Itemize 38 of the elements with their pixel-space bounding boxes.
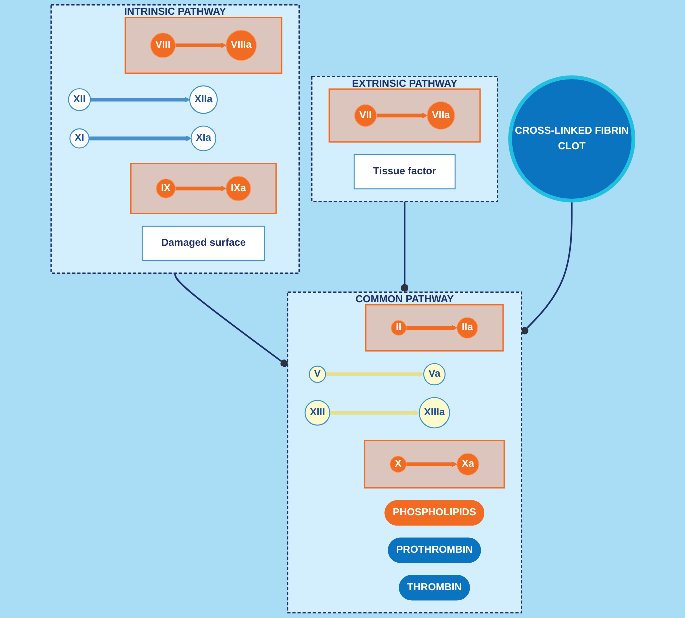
arrow	[326, 372, 424, 378]
cluster	[328, 88, 481, 143]
arrow	[89, 136, 192, 142]
arrow	[406, 325, 458, 331]
cluster	[130, 163, 277, 214]
cluster	[364, 440, 506, 489]
node-circle: XIIa	[189, 86, 218, 114]
connector	[520, 200, 573, 335]
node-circle: XIII	[304, 400, 331, 426]
node-circle: XII	[68, 88, 92, 112]
node-circle: VIIIa	[226, 30, 257, 62]
arrow	[90, 97, 190, 103]
node-circle: XI	[70, 128, 90, 149]
node-circle: VII	[354, 104, 378, 128]
arrow	[330, 410, 420, 416]
node-circle: V	[309, 366, 326, 384]
node-circle: IIa	[456, 317, 478, 339]
node-box: Damaged surface	[142, 226, 266, 262]
node-box: Tissue factor	[354, 154, 456, 190]
arrow	[176, 42, 226, 48]
node-circle: X	[390, 456, 407, 473]
arrow	[406, 462, 458, 468]
node-circle: Xa	[456, 453, 480, 476]
connector	[174, 273, 288, 368]
node-circle: VIIa	[427, 102, 456, 130]
cluster	[365, 304, 504, 352]
node-circle: IX	[156, 178, 176, 199]
cluster	[124, 17, 283, 74]
node-circle: Va	[424, 363, 446, 386]
node-circle: XIa	[190, 126, 217, 152]
arrow	[376, 112, 428, 119]
node-circle: IXa	[226, 176, 252, 202]
node-circle: VIII	[150, 32, 176, 58]
node-circle: CROSS-LINKED FIBRIN CLOT	[508, 76, 636, 203]
connector	[401, 202, 409, 292]
node-circle: II	[391, 320, 407, 336]
arrow	[176, 186, 226, 192]
node-circle: XIIIa	[419, 397, 450, 429]
